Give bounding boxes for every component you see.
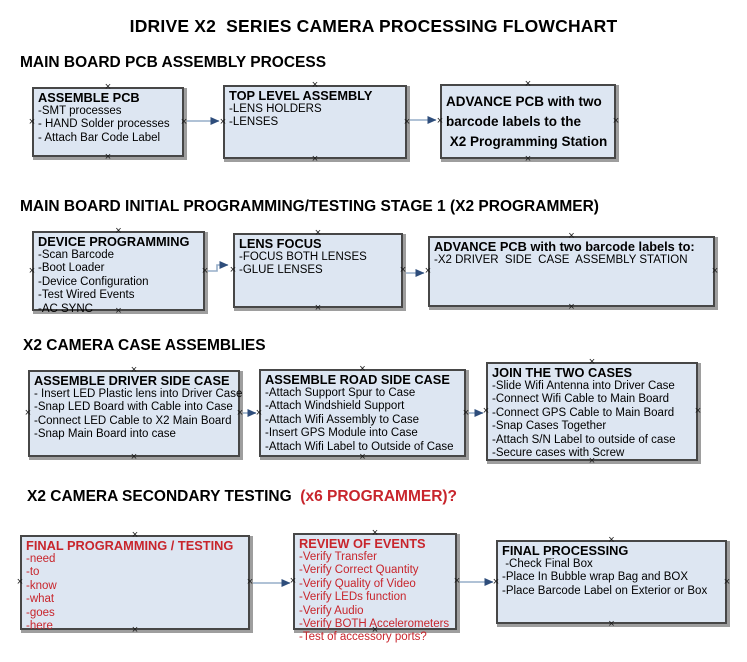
- process-step-item: -Secure cases with Screw: [492, 447, 625, 460]
- process-step-item: -Verify BOTH Accelerometers: [299, 618, 450, 631]
- process-step-item: -GLUE LENSES: [239, 264, 323, 277]
- process-step-item: -SMT processes: [38, 105, 122, 117]
- flow-box-lens-focus[interactable]: LENS FOCUS -FOCUS BOTH LENSES -GLUE LENS…: [233, 233, 403, 308]
- process-step-item: -Verify Audio: [299, 604, 364, 617]
- heading-black-part: X2 CAMERA SECONDARY TESTING: [27, 488, 301, 505]
- process-step-item: -LENSES: [229, 116, 279, 129]
- process-step-item: -Device Configuration: [38, 275, 149, 288]
- process-step-item: -Snap LED Board with Cable into Case: [34, 401, 233, 414]
- process-step-item: -Test Wired Events: [38, 289, 135, 302]
- process-step-item: -Snap Cases Together: [492, 420, 607, 433]
- process-step-item: -Verify Transfer: [299, 551, 377, 563]
- process-step-item: -Attach Wifi Label to Outside of Case: [265, 440, 454, 453]
- process-step-item: -Attach Windshield Support: [265, 400, 405, 413]
- flow-box-assemble-pcb[interactable]: ASSEMBLE PCB -SMT processes - HAND Solde…: [32, 87, 184, 157]
- flow-box-device-programming[interactable]: DEVICE PROGRAMMING -Scan Barcode -Boot L…: [32, 231, 205, 315]
- section-heading-pcb-assembly: MAIN BOARD PCB ASSEMBLY PROCESS: [20, 54, 327, 71]
- process-step-item: -Verify LEDs function: [299, 591, 407, 604]
- box-title: FINAL PROCESSING: [502, 543, 629, 558]
- process-step-item: - Insert LED Plastic lens into Driver Ca…: [34, 388, 243, 400]
- process-step-item: -here: [26, 620, 53, 633]
- process-step-item: -need: [26, 553, 56, 565]
- box-title: JOIN THE TWO CASES: [492, 365, 633, 380]
- process-step-item: - HAND Solder processes: [38, 118, 170, 131]
- flow-box-advance-pcb-driver-side[interactable]: ADVANCE PCB with two barcode labels to: …: [428, 236, 715, 307]
- process-step-item: -Place In Bubble wrap Bag and BOX: [502, 571, 689, 584]
- process-step-item: -Scan Barcode: [38, 249, 115, 261]
- process-step-item: -Snap Main Board into case: [34, 428, 176, 441]
- flow-box-review-of-events[interactable]: REVIEW OF EVENTS -Verify Transfer -Verif…: [293, 533, 457, 643]
- process-step-item: -Test of accessory ports?: [299, 631, 427, 644]
- process-step-item: -Attach S/N Label to outside of case: [492, 433, 676, 446]
- process-step-item: -Boot Loader: [38, 262, 105, 275]
- flow-box-final-processing[interactable]: FINAL PROCESSING -Check Final Box -Place…: [496, 540, 727, 624]
- process-step-item: -Connect GPS Cable to Main Board: [492, 406, 675, 419]
- process-step-item: -goes: [26, 606, 55, 619]
- process-step-item: -Connect Wifi Cable to Main Board: [492, 393, 670, 406]
- box-title: ADVANCE PCB with two barcode labels to:: [434, 239, 695, 254]
- process-step-item: -Attach Wifi Assembly to Case: [265, 413, 420, 426]
- section-heading-secondary-testing: X2 CAMERA SECONDARY TESTING (x6 PROGRAMM…: [27, 488, 457, 506]
- box-title-line: ADVANCE PCB with two: [446, 94, 602, 109]
- flow-box-assemble-driver-side-case[interactable]: ASSEMBLE DRIVER SIDE CASE - Insert LED P…: [28, 370, 243, 457]
- box-title: ASSEMBLE PCB: [38, 90, 140, 105]
- flow-box-assemble-road-side-case[interactable]: ASSEMBLE ROAD SIDE CASE -Attach Support …: [259, 369, 466, 457]
- process-step-item: -X2 DRIVER SIDE CASE ASSEMBLY STATION: [434, 254, 688, 266]
- box-title-line: barcode labels to the: [446, 114, 582, 129]
- process-step-item: -Insert GPS Module into Case: [265, 427, 418, 440]
- flow-box-advance-pcb-programming-station[interactable]: ADVANCE PCB with two barcode labels to t…: [440, 84, 616, 159]
- box-title: FINAL PROGRAMMING / TESTING: [26, 538, 234, 553]
- process-step-item: -Slide Wifi Antenna into Driver Case: [492, 380, 675, 392]
- process-step-item: -Connect LED Cable to X2 Main Board: [34, 414, 232, 427]
- flow-box-join-the-two-cases[interactable]: JOIN THE TWO CASES -Slide Wifi Antenna i…: [486, 362, 698, 461]
- process-step-item: -AC SYNC: [38, 302, 93, 315]
- box-title: LENS FOCUS: [239, 236, 322, 251]
- process-step-item: -know: [26, 579, 57, 592]
- process-step-item: - Attach Bar Code Label: [38, 131, 161, 144]
- box-title: TOP LEVEL ASSEMBLY: [229, 88, 373, 103]
- process-step-item: -Check Final Box: [502, 558, 593, 570]
- box-title: REVIEW OF EVENTS: [299, 536, 426, 551]
- process-step-item: -FOCUS BOTH LENSES: [239, 251, 367, 263]
- process-step-item: -to: [26, 566, 40, 579]
- process-step-item: -Verify Correct Quantity: [299, 564, 419, 577]
- box-title-line: X2 Programming Station: [446, 134, 608, 149]
- box-title: DEVICE PROGRAMMING: [38, 234, 190, 249]
- process-step-item: -Attach Support Spur to Case: [265, 387, 416, 399]
- flow-arrow[interactable]: [206, 261, 229, 272]
- section-heading-initial-programming: MAIN BOARD INITIAL PROGRAMMING/TESTING S…: [20, 198, 599, 215]
- process-step-item: -LENS HOLDERS: [229, 103, 322, 115]
- section-heading-case-assemblies: X2 CAMERA CASE ASSEMBLIES: [23, 337, 266, 354]
- box-title: ASSEMBLE DRIVER SIDE CASE: [34, 373, 230, 388]
- box-title: ASSEMBLE ROAD SIDE CASE: [265, 372, 450, 387]
- process-step-item: -what: [26, 593, 55, 606]
- flow-box-top-level-assembly[interactable]: TOP LEVEL ASSEMBLY -LENS HOLDERS -LENSES: [223, 85, 407, 159]
- page-title: IDRIVE X2 SERIES CAMERA PROCESSING FLOWC…: [129, 16, 618, 36]
- flow-box-final-programming-testing[interactable]: FINAL PROGRAMMING / TESTING -need -to -k…: [20, 535, 250, 633]
- process-step-item: -Verify Quality of Video: [299, 577, 416, 590]
- process-step-item: -Place Barcode Label on Exterior or Box: [502, 584, 708, 597]
- heading-red-part: (x6 PROGRAMMER)?: [300, 488, 458, 505]
